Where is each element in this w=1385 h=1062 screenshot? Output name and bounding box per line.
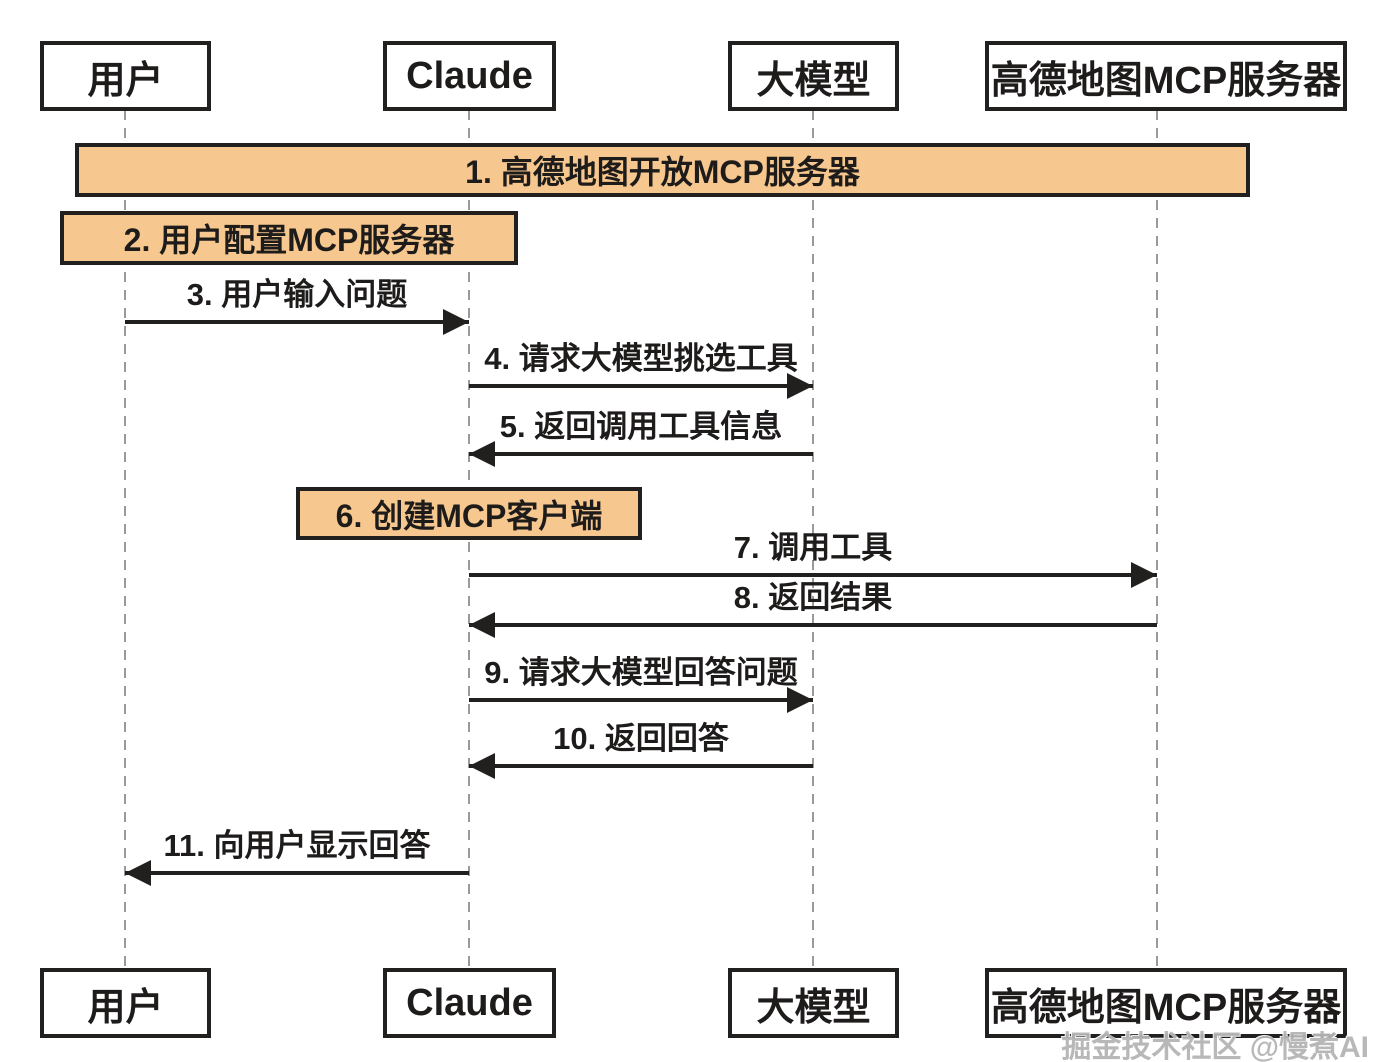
actor-top-llm-label: 大模型 (756, 59, 871, 102)
note-2-label: 2. 用户配置MCP服务器 (123, 222, 455, 258)
message-9-label: 9. 请求大模型回答问题 (484, 655, 798, 690)
lifeline-user (124, 110, 126, 968)
actor-bottom-amap-mcp: 高德地图MCP服务器 (985, 968, 1347, 1038)
note-6-label: 6. 创建MCP客户端 (335, 497, 603, 534)
arrow-right-icon (787, 687, 813, 713)
actor-top-claude-label: Claude (406, 54, 533, 97)
watermark: 掘金技术社区 @慢煮AI (1061, 1031, 1369, 1062)
message-3-label: 3. 用户输入问题 (186, 277, 408, 312)
message-8-label: 8. 返回结果 (733, 580, 893, 615)
note-6: 6. 创建MCP客户端 (296, 487, 642, 540)
message-3-line (125, 309, 469, 335)
message-4-line (469, 373, 813, 399)
actor-top-llm: 大模型 (728, 41, 899, 111)
actor-bottom-user-label: 用户 (87, 986, 164, 1029)
message-11: 11. 向用户显示回答 (125, 827, 469, 886)
message-7: 7. 调用工具 (469, 529, 1157, 588)
message-8-line (469, 612, 1157, 638)
note-1-label: 1. 高德地图开放MCP服务器 (465, 154, 860, 190)
message-4: 4. 请求大模型挑选工具 (469, 340, 813, 399)
note-1: 1. 高德地图开放MCP服务器 (75, 143, 1250, 197)
arrow-left-icon (469, 753, 495, 779)
lifeline-amap-mcp (1156, 110, 1158, 968)
actor-bottom-claude: Claude (383, 968, 556, 1038)
actor-top-user: 用户 (40, 41, 211, 111)
message-3: 3. 用户输入问题 (125, 276, 469, 335)
actor-bottom-llm: 大模型 (728, 968, 899, 1038)
message-10-label: 10. 返回回答 (553, 721, 729, 756)
message-10: 10. 返回回答 (469, 720, 813, 779)
message-10-line (469, 753, 813, 779)
actor-top-amap-mcp-label: 高德地图MCP服务器 (990, 59, 1342, 102)
message-7-label: 7. 调用工具 (733, 530, 893, 565)
lifeline-llm (812, 110, 814, 968)
message-9-line (469, 687, 813, 713)
message-11-label: 11. 向用户显示回答 (163, 828, 431, 863)
message-5-label: 5. 返回调用工具信息 (499, 409, 783, 444)
message-7-line (469, 562, 1157, 588)
message-11-line (125, 860, 469, 886)
actor-bottom-user: 用户 (40, 968, 211, 1038)
message-9: 9. 请求大模型回答问题 (469, 654, 813, 713)
note-2: 2. 用户配置MCP服务器 (60, 211, 518, 265)
message-8: 8. 返回结果 (469, 579, 1157, 638)
actor-top-user-label: 用户 (87, 59, 164, 102)
actor-top-amap-mcp: 高德地图MCP服务器 (985, 41, 1347, 111)
message-4-label: 4. 请求大模型挑选工具 (484, 341, 798, 376)
actor-top-claude: Claude (383, 41, 556, 111)
actor-bottom-claude-label: Claude (406, 981, 533, 1024)
arrow-right-icon (1131, 562, 1157, 588)
arrow-right-icon (443, 309, 469, 335)
arrow-left-icon (469, 441, 495, 467)
actor-bottom-amap-mcp-label: 高德地图MCP服务器 (990, 986, 1342, 1029)
arrow-right-icon (787, 373, 813, 399)
actor-bottom-llm-label: 大模型 (756, 986, 871, 1029)
arrow-left-icon (125, 860, 151, 886)
message-5: 5. 返回调用工具信息 (469, 408, 813, 467)
message-5-line (469, 441, 813, 467)
arrow-left-icon (469, 612, 495, 638)
